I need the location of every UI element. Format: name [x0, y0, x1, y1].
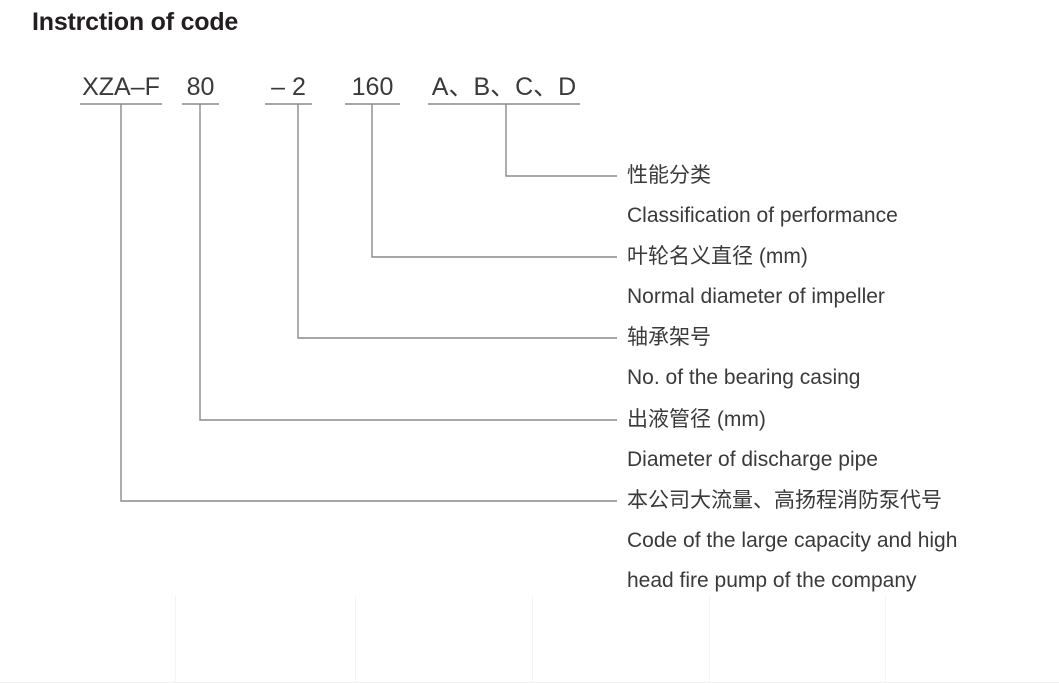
callout-label-en: head fire pump of the company [627, 569, 917, 592]
callout-label-en: No. of the bearing casing [627, 366, 861, 389]
callout-label-en: Diameter of discharge pipe [627, 448, 878, 471]
callout-label-cn: 出液管径 (mm) [627, 408, 766, 431]
callout-performance-classification: 性能分类 Classification of performance [627, 163, 898, 229]
callout-label-cn: 本公司大流量、高扬程消防泵代号 [627, 489, 942, 512]
scan-seams [0, 596, 1059, 683]
callout-label-cn: 轴承架号 [627, 326, 711, 349]
code-segment-impeller: 160 [351, 73, 394, 101]
callout-label-en: Code of the large capacity and high [627, 529, 958, 552]
callout-impeller-diameter: 叶轮名义直径 (mm) Normal diameter of impeller [627, 244, 885, 310]
callout-leader-paths [120, 104, 617, 502]
callout-discharge-pipe-diameter: 出液管径 (mm) Diameter of discharge pipe [627, 407, 878, 473]
callout-leader-discharge-pipe-diameter [199, 104, 617, 421]
code-segment-grade: A、B、C、D [431, 73, 577, 101]
callout-label-cn: 性能分类 [627, 164, 711, 187]
code-segment-discharge: 80 [186, 73, 215, 101]
callout-leader-company-pump-code [120, 104, 617, 502]
callout-label-cn: 叶轮名义直径 (mm) [627, 245, 808, 268]
code-segment-bearing: – 2 [271, 73, 306, 101]
callout-leader-performance-classification [505, 104, 617, 177]
callout-label-en: Normal diameter of impeller [627, 285, 885, 308]
callout-label-en: Classification of performance [627, 204, 898, 227]
page-title: Instrction of code [32, 8, 239, 36]
model-code-row: XZA–F 80 – 2 160 A、B、C、D [0, 72, 1059, 106]
callout-leader-impeller-diameter [371, 104, 617, 258]
callout-company-pump-code: 本公司大流量、高扬程消防泵代号 Code of the large capaci… [627, 488, 957, 594]
callout-bearing-casing-no: 轴承架号 No. of the bearing casing [627, 325, 860, 391]
code-segment-series: XZA–F [82, 73, 160, 101]
callout-leader-bearing-casing-no [297, 104, 617, 339]
